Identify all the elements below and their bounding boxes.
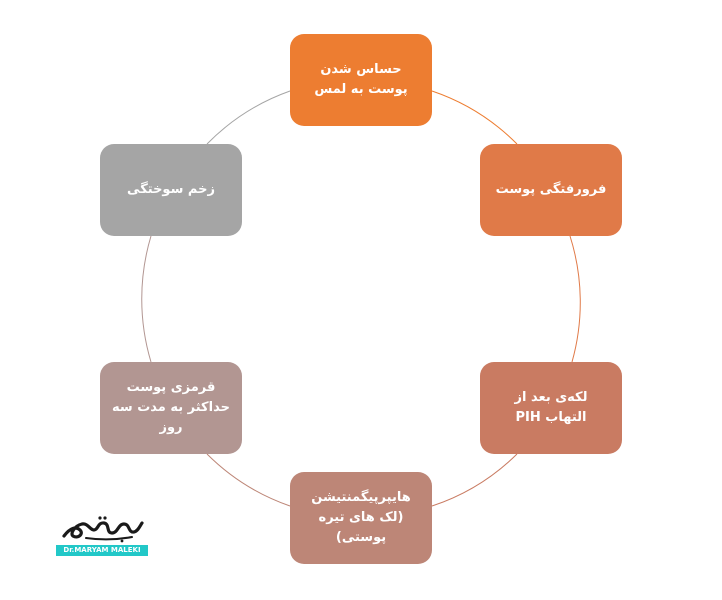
cycle-node-burn-wound: زخم سوختگی (100, 144, 242, 236)
cycle-node-redness: قرمزی پوست حداکثر به مدت سه روز (100, 362, 242, 454)
ring-arc-2 (569, 235, 581, 363)
cycle-node-hyperpigmentation: هایپرپیگمنتیشن (لک های تیره پوستی) (290, 472, 432, 564)
ring-arc-6 (206, 90, 291, 145)
node-label: فرورفتگی پوست (495, 181, 607, 197)
ring-arc-3 (431, 453, 518, 507)
cycle-node-pih: لکه‌ی بعد از التهاب PIH (480, 362, 622, 454)
node-label: زخم سوختگی (127, 181, 215, 197)
ring-arc-1 (431, 90, 518, 145)
cycle-node-skin-depression: فرورفتگی پوست (480, 144, 622, 236)
logo-caption: Dr.MARYAM MALEKI (56, 545, 148, 556)
signature-logo-mark (62, 516, 144, 543)
node-label: لکه‌ی بعد از التهاب PIH (514, 389, 588, 425)
node-label: حساس شدن پوست به لمس (314, 61, 408, 97)
cycle-node-skin-sensitivity: حساس شدن پوست به لمس (290, 34, 432, 126)
ring-arc-4 (206, 453, 291, 507)
node-label: قرمزی پوست حداکثر به مدت سه روز (112, 379, 230, 436)
node-label: هایپرپیگمنتیشن (لک های تیره پوستی) (311, 489, 411, 546)
brand-logo: Dr.MARYAM MALEKI (56, 514, 148, 558)
ring-arc-5 (141, 235, 152, 363)
